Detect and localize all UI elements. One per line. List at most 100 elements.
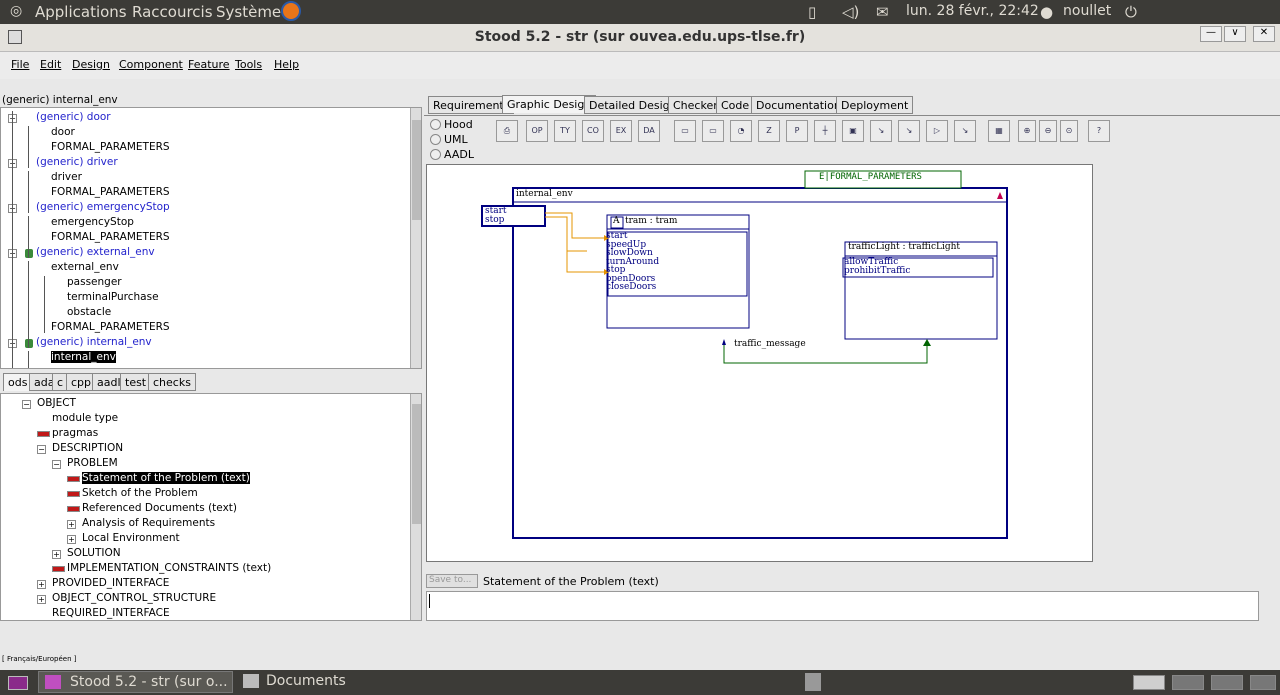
link-icon[interactable]: Z bbox=[758, 120, 780, 142]
taskbar-window-documents[interactable]: Documents bbox=[240, 671, 435, 693]
toolbar-da-icon[interactable]: DA bbox=[638, 120, 660, 142]
lower-tree-row[interactable]: Local Environment bbox=[82, 532, 180, 544]
zoom-out-icon[interactable]: ⊖ bbox=[1039, 120, 1057, 142]
expand-icon[interactable]: + bbox=[52, 550, 61, 559]
lower-tree-row[interactable]: DESCRIPTION bbox=[52, 442, 124, 454]
scroll-thumb[interactable] bbox=[412, 120, 421, 220]
arrow-grey2-icon[interactable]: ↘ bbox=[954, 120, 976, 142]
lower-tree-row[interactable]: Statement of the Problem (text) bbox=[82, 472, 250, 484]
operation-label[interactable]: speedUp bbox=[606, 239, 647, 250]
maximize-button[interactable]: ∨ bbox=[1224, 26, 1246, 42]
toolbar-op-icon[interactable]: OP bbox=[526, 120, 548, 142]
operation-label[interactable]: turnAround bbox=[606, 256, 660, 267]
menu-edit[interactable]: Edit bbox=[40, 58, 62, 71]
operation-label[interactable]: start bbox=[606, 231, 628, 241]
design-tab-4[interactable]: Code bbox=[716, 96, 755, 114]
lower-tree-row[interactable]: OBJECT bbox=[37, 397, 76, 409]
ubuntu-logo-icon[interactable]: ◎ bbox=[10, 3, 23, 19]
clock[interactable]: lun. 28 févr., 22:42 bbox=[906, 3, 1039, 19]
taskbar-window-stood[interactable]: Stood 5.2 - str (sur o... bbox=[38, 671, 233, 693]
show-desktop-icon[interactable] bbox=[8, 676, 28, 690]
scroll-thumb[interactable] bbox=[412, 404, 421, 524]
expand-icon[interactable]: + bbox=[67, 520, 76, 529]
expand-icon[interactable]: + bbox=[37, 595, 46, 604]
zoom-in-icon[interactable]: ⊕ bbox=[1018, 120, 1036, 142]
upper-tree-row[interactable]: passenger bbox=[67, 276, 122, 288]
volume-icon[interactable]: ◁) bbox=[842, 3, 860, 21]
lower-tree-row[interactable]: Sketch of the Problem bbox=[82, 487, 198, 499]
menu-tools[interactable]: Tools bbox=[235, 58, 263, 71]
workspace-switcher[interactable] bbox=[1133, 675, 1165, 690]
folder-icon[interactable]: ▭ bbox=[702, 120, 724, 142]
workspace-2[interactable] bbox=[1172, 675, 1204, 690]
workspace-4[interactable] bbox=[1250, 675, 1276, 690]
design-tab-5[interactable]: Documentation bbox=[751, 96, 846, 114]
light-header[interactable]: trafficLight : trafficLight bbox=[848, 242, 961, 252]
upper-tree-row[interactable]: FORMAL_PARAMETERS bbox=[51, 141, 170, 153]
lower-tab-checks[interactable]: checks bbox=[148, 373, 196, 391]
menu-feature[interactable]: Feature bbox=[188, 58, 230, 71]
text-editor[interactable] bbox=[426, 591, 1259, 621]
operation-label[interactable]: slowDown bbox=[606, 248, 653, 258]
design-tab-2[interactable]: Detailed Design bbox=[584, 96, 682, 114]
upper-tree-row[interactable]: door bbox=[51, 126, 75, 138]
operation-label[interactable]: stop bbox=[485, 214, 505, 225]
window-menu-icon[interactable] bbox=[8, 30, 22, 44]
lower-tree-row[interactable]: IMPLEMENTATION_CONSTRAINTS (text) bbox=[67, 562, 272, 574]
applications-menu[interactable]: Applications bbox=[35, 3, 127, 21]
zoom-fit-icon[interactable]: ⊙ bbox=[1060, 120, 1078, 142]
mode-radio-aadl[interactable] bbox=[430, 149, 441, 160]
upper-tree-row[interactable]: terminalPurchase bbox=[67, 291, 159, 303]
upper-tree-row[interactable]: driver bbox=[51, 171, 82, 183]
mode-radio-uml[interactable] bbox=[430, 134, 441, 145]
expand-icon[interactable]: + bbox=[37, 580, 46, 589]
lower-tree-row[interactable]: module type bbox=[52, 412, 119, 424]
close-button[interactable]: ✕ bbox=[1253, 26, 1275, 42]
help-icon[interactable]: ? bbox=[1088, 120, 1110, 142]
upper-tree-row[interactable]: external_env bbox=[51, 261, 119, 273]
operation-label[interactable]: openDoors bbox=[606, 273, 656, 284]
lower-tree-row[interactable]: SOLUTION bbox=[67, 547, 121, 559]
tree-icon[interactable]: ┼ bbox=[814, 120, 836, 142]
traffic-message-label[interactable]: traffic_message bbox=[734, 339, 806, 349]
upper-tree-row[interactable]: (generic) external_env bbox=[36, 246, 155, 258]
mode-radio-hood[interactable] bbox=[430, 119, 441, 130]
lower-tab-ada[interactable]: ada bbox=[29, 373, 60, 391]
folder-new-icon[interactable]: ▭ bbox=[674, 120, 696, 142]
upper-tree-row[interactable]: obstacle bbox=[67, 306, 112, 318]
lower-tree-row[interactable]: Referenced Documents (text) bbox=[82, 502, 237, 514]
expand-icon[interactable]: + bbox=[67, 535, 76, 544]
power-icon[interactable]: ⏻ bbox=[1125, 3, 1137, 21]
battery-icon[interactable]: ▯ bbox=[808, 3, 817, 21]
mail-icon[interactable]: ✉ bbox=[876, 3, 889, 21]
lower-tree-row[interactable]: PROBLEM bbox=[67, 457, 118, 469]
tram-header[interactable]: tram : tram bbox=[625, 216, 678, 226]
menu-help[interactable]: Help bbox=[274, 58, 300, 71]
struct-icon[interactable]: ▣ bbox=[842, 120, 864, 142]
menu-component[interactable]: Component bbox=[119, 58, 183, 71]
upper-tree-row[interactable]: (generic) driver bbox=[36, 156, 118, 168]
chat-icon[interactable]: ● bbox=[1040, 3, 1054, 21]
upper-scrollbar[interactable] bbox=[410, 108, 421, 368]
upper-tree-row[interactable]: FORMAL_PARAMETERS bbox=[51, 231, 170, 243]
toolbar-co-icon[interactable]: CO bbox=[582, 120, 604, 142]
operation-label[interactable]: allowTraffic bbox=[844, 257, 899, 267]
arrow-green-icon[interactable]: ↘ bbox=[870, 120, 892, 142]
lower-scrollbar[interactable] bbox=[410, 394, 421, 620]
lower-tab-test[interactable]: test bbox=[120, 373, 152, 391]
save-to-button[interactable]: Save to... bbox=[426, 574, 478, 588]
system-menu[interactable]: Système bbox=[216, 3, 282, 21]
p-icon[interactable]: P bbox=[786, 120, 808, 142]
upper-tree-row[interactable]: (generic) internal_env bbox=[36, 336, 152, 348]
toolbar-ex-icon[interactable]: EX bbox=[610, 120, 632, 142]
lower-tree-row[interactable]: Analysis of Requirements bbox=[82, 517, 216, 529]
operation-label[interactable]: start bbox=[485, 206, 507, 216]
upper-tree-row[interactable]: internal_env bbox=[51, 351, 116, 363]
trash-icon[interactable] bbox=[805, 673, 821, 691]
menu-design[interactable]: Design bbox=[72, 58, 110, 71]
arrow-yellow-icon[interactable]: ↘ bbox=[898, 120, 920, 142]
design-tab-0[interactable]: Requirements bbox=[428, 96, 515, 114]
operation-label[interactable]: closeDoors bbox=[606, 282, 657, 292]
operation-label[interactable]: stop bbox=[606, 265, 626, 275]
